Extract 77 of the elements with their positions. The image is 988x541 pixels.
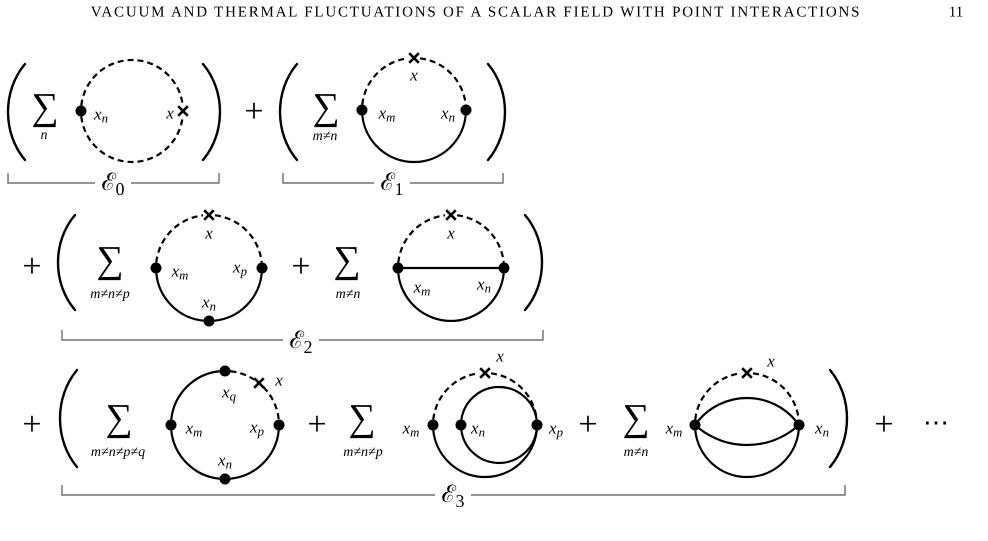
energy-term-label: ℰ$_{1}$ — [378, 171, 406, 195]
energy-term-label: ℰ$_{0}$ — [100, 171, 126, 195]
summation-index: m≠n≠p — [90, 288, 130, 302]
point-label: x — [767, 352, 775, 370]
point-label: x$_{n}$ — [477, 276, 491, 292]
cross-mark — [445, 209, 457, 221]
sum-symbol: ∑ — [96, 241, 124, 279]
point-label: x$_{n}$ — [471, 420, 485, 436]
solid-arc — [170, 430, 220, 480]
energy-term-label: ℰ$_{3}$ — [440, 483, 466, 507]
point-label: x — [275, 372, 283, 388]
dashed-arc — [155, 214, 204, 263]
summation-index: n — [40, 129, 48, 143]
dashed-arc — [456, 214, 505, 263]
plus-sign: + — [22, 250, 42, 284]
ellipsis: ⋯ — [923, 410, 949, 436]
point-label: x$_{n}$ — [202, 294, 216, 310]
page-number: 11 — [948, 6, 964, 20]
solid-arc — [155, 273, 204, 322]
solid-arc — [698, 428, 796, 446]
solid-arc — [170, 370, 220, 420]
energy-term-label: ℰ$_{2}$ — [288, 329, 314, 353]
point-label: x — [410, 66, 418, 84]
sum-symbol: ∑ — [31, 88, 59, 126]
point-label: x$_{n}$ — [94, 106, 108, 122]
cross-mark — [408, 52, 420, 64]
plus-sign: + — [874, 408, 894, 442]
point-label: x$_{n}$ — [218, 452, 232, 468]
cross-mark — [741, 367, 753, 379]
solid-arc — [361, 115, 467, 163]
point-label: x — [166, 104, 174, 122]
cross-mark — [177, 105, 189, 117]
dashed-arc — [397, 214, 446, 263]
dashed-arc — [230, 370, 255, 380]
solid-arc — [694, 430, 800, 478]
solid-arc — [460, 430, 538, 464]
sum-symbol: ∑ — [105, 399, 133, 437]
solid-arc — [214, 273, 263, 322]
sum-symbol: ∑ — [312, 88, 340, 126]
point-label: x$_{n}$ — [441, 104, 455, 122]
summation-index: m≠n — [312, 130, 338, 144]
solid-arc — [460, 386, 538, 420]
summation-index: m≠n — [624, 446, 648, 460]
solid-arc — [698, 396, 796, 422]
sum-symbol: ∑ — [348, 399, 376, 437]
dashed-arc — [80, 116, 184, 163]
sum-symbol: ∑ — [622, 399, 650, 437]
point-label: x$_{n}$ — [815, 420, 829, 436]
plus-sign: + — [578, 408, 598, 442]
dashed-arc — [80, 59, 184, 106]
summation-index: m≠n — [336, 288, 360, 302]
point-label: x — [496, 348, 504, 364]
solid-line — [404, 266, 498, 270]
point-label: x$_{m}$ — [186, 420, 202, 436]
cross-mark — [479, 367, 491, 379]
plus-sign: + — [307, 408, 327, 442]
point-label: x$_{m}$ — [378, 104, 396, 122]
solid-arc — [432, 430, 538, 478]
solid-arc — [397, 273, 505, 322]
solid-arc — [230, 430, 280, 480]
point-label: x$_{m}$ — [414, 278, 430, 296]
summation-index: m≠n≠p — [343, 446, 383, 460]
point-label: x — [447, 224, 455, 242]
summation-index: m≠n≠p≠q — [90, 446, 146, 460]
running-header: VACUUM AND THERMAL FLUCTUATIONS OF A SCALAR FIELD WITH POINT INTERACTIONS — [90, 6, 862, 20]
point-label: x$_{m}$ — [172, 262, 188, 280]
plus-sign: + — [244, 95, 264, 129]
cross-mark — [253, 377, 265, 389]
plus-sign: + — [291, 250, 311, 284]
point-label: x$_{m}$ — [402, 420, 420, 436]
cross-mark — [203, 209, 215, 221]
dashed-arc — [262, 386, 280, 420]
point-label: x$_{m}$ — [666, 420, 682, 436]
point-label: x — [205, 224, 213, 242]
dashed-arc — [214, 214, 263, 263]
sum-symbol: ∑ — [333, 241, 361, 279]
plus-sign: + — [22, 408, 42, 442]
